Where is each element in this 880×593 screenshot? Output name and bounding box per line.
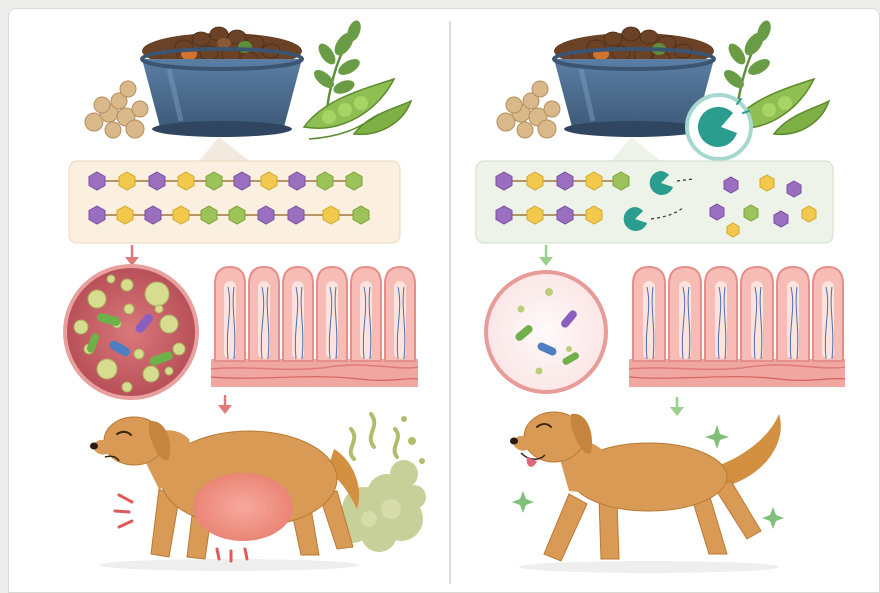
right-panel — [476, 19, 845, 573]
enzyme-cleaving-chain-icon — [476, 161, 833, 243]
arrow-down-icon — [670, 397, 684, 416]
arrow-down-icon — [218, 395, 232, 414]
left-panel — [65, 19, 426, 571]
intestinal-villi-icon — [629, 267, 845, 387]
arrow-down-icon — [539, 245, 553, 266]
pointer-wedge — [199, 137, 249, 161]
chickpeas-icon — [497, 81, 560, 138]
chickpeas-icon — [85, 81, 148, 138]
pointer-wedge — [611, 137, 661, 161]
happy-dog-icon — [510, 412, 781, 573]
calm-gut-icon — [486, 272, 606, 392]
enzyme-badge-icon — [687, 95, 751, 159]
dog-bowl-icon — [142, 27, 302, 137]
pea-pod-icon — [304, 79, 411, 139]
intestinal-villi-icon — [211, 267, 418, 387]
illustration-frame — [8, 8, 880, 593]
bloated-dog-icon — [90, 417, 359, 571]
gas-bubbles-gut-icon — [65, 266, 197, 398]
comparison-illustration — [9, 9, 879, 592]
arrow-down-icon — [125, 245, 139, 266]
oligosaccharide-chain-icon — [69, 161, 400, 243]
